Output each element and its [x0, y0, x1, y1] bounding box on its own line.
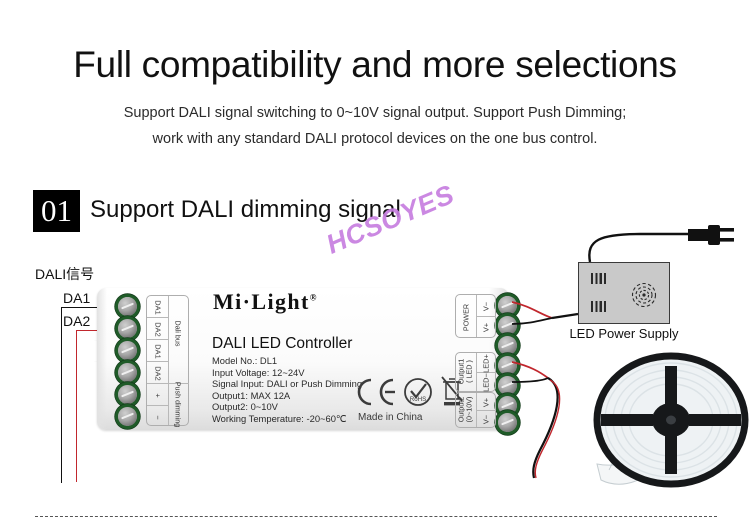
output1-divider-h [477, 372, 496, 373]
terminal-screw-da1-b[interactable] [118, 341, 137, 360]
power-wire-to-psu [551, 312, 579, 320]
terminal-screw-power-vplus[interactable] [498, 316, 517, 335]
terminal-screw-out2-vminus[interactable] [498, 413, 517, 432]
left-terminal-divider-group [168, 383, 189, 384]
output-wire-to-strip [532, 377, 559, 479]
terminal-screw-push-minus[interactable] [118, 407, 137, 426]
power-group-label: POWER [461, 303, 471, 332]
left-terminal-divider-h1 [147, 317, 168, 318]
spec-working-temperature: Working Temperature: -20~60℃ [212, 412, 347, 424]
spec-signal-input: Signal Input: DALI or Push Dimming [212, 378, 363, 390]
power-divider-vertical [476, 295, 477, 337]
led-strip-reel [593, 352, 749, 498]
output-wire-to-strip-red [534, 379, 561, 479]
bottom-dashed-divider [35, 516, 717, 517]
dali-led-controller-device [97, 288, 509, 430]
spec-output1: Output1: MAX 12A [212, 389, 291, 401]
da1-wire-vertical-bottom [61, 353, 62, 483]
da1-wire-horizontal [61, 307, 122, 308]
left-group-label-push-dimming: Push dimming [173, 381, 183, 428]
left-terminal-divider-h3 [147, 361, 168, 362]
made-in-label: Made in China [358, 412, 423, 423]
certification-marks: RoHS [357, 375, 467, 409]
power-divider-h [477, 316, 496, 317]
output-wire-black [511, 377, 549, 383]
terminal-screw-led-minus[interactable] [498, 376, 517, 395]
da1-wire-vertical-top [61, 307, 62, 355]
left-pin-label-minus: − [153, 415, 163, 420]
left-terminal-label-box [146, 295, 189, 426]
left-group-label-dali-bus: Dali bus [173, 320, 183, 347]
power-wire-red [511, 301, 553, 319]
section-title: Support DALI dimming signal [90, 196, 401, 223]
weee-mark [441, 376, 463, 406]
rohs-text: RoHS [410, 396, 427, 403]
reel-center-hole [666, 415, 676, 425]
spec-model: Model No.: DL1 [212, 355, 278, 366]
left-terminal-divider-h5 [147, 405, 168, 406]
terminal-screw-led-plus[interactable] [498, 356, 517, 375]
mains-plug-icon [688, 225, 734, 245]
subtitle-line-1: Support DALI signal switching to 0~10V s… [123, 105, 627, 121]
left-terminal-divider-h4 [147, 383, 168, 384]
output2-divider-vertical [476, 393, 477, 427]
da1-label: DA1 [63, 290, 91, 306]
terminal-screw-out2-vplus[interactable] [498, 396, 517, 415]
terminal-screw-spare[interactable] [498, 336, 517, 355]
da2-label: DA2 [63, 313, 91, 329]
output2-pin-label-vminus: V− [481, 414, 491, 425]
left-terminal-divider-h2 [147, 339, 168, 340]
ce-mark [357, 378, 395, 406]
terminal-screw-push-plus[interactable] [118, 385, 137, 404]
da2-wire-vertical [76, 330, 77, 482]
psu-mains-cord [588, 232, 690, 263]
terminal-screw-da2-a[interactable] [118, 319, 137, 338]
dali-signal-label: DALI信号 [35, 266, 95, 282]
page-title: Full compatibility and more selections [73, 44, 677, 85]
power-wire-black [511, 317, 553, 325]
spec-output2: Output2: 0~10V [212, 401, 278, 413]
brand-logo: Mi·Light® [213, 289, 317, 315]
terminal-screw-da1-a[interactable] [118, 297, 137, 316]
brand-name: Mi·Light [213, 289, 310, 314]
spec-list: Model No.: DL1 Input Voltage: 12~24V Sig… [212, 355, 362, 425]
terminal-screw-da2-b[interactable] [118, 363, 137, 382]
output1-divider-vertical [476, 353, 477, 391]
left-terminal-divider-vertical [168, 296, 169, 425]
subtitle-line-2: work with any standard DALI protocol dev… [152, 131, 598, 147]
product-name: DALI LED Controller [212, 335, 353, 352]
output2-divider-h [477, 410, 496, 411]
spec-input-voltage: Input Voltage: 12~24V [212, 366, 305, 378]
rohs-mark: RoHS [404, 378, 432, 406]
registered-trademark-icon: ® [309, 292, 317, 303]
terminal-screw-power-vminus[interactable] [498, 296, 517, 315]
led-power-supply-label: LED Power Supply [569, 326, 679, 341]
psu-vent-top [591, 273, 608, 284]
power-pin-label-vplus: V+ [481, 322, 491, 333]
controller-left-shading [97, 288, 107, 430]
led-power-supply-device [578, 262, 670, 324]
psu-vent-bottom [591, 301, 608, 312]
section-number-badge: 01 [33, 190, 80, 232]
output2-group-label-line2: (0~10V) [464, 396, 474, 423]
psu-fan-grille [631, 282, 657, 308]
output-wire-red [511, 361, 549, 379]
